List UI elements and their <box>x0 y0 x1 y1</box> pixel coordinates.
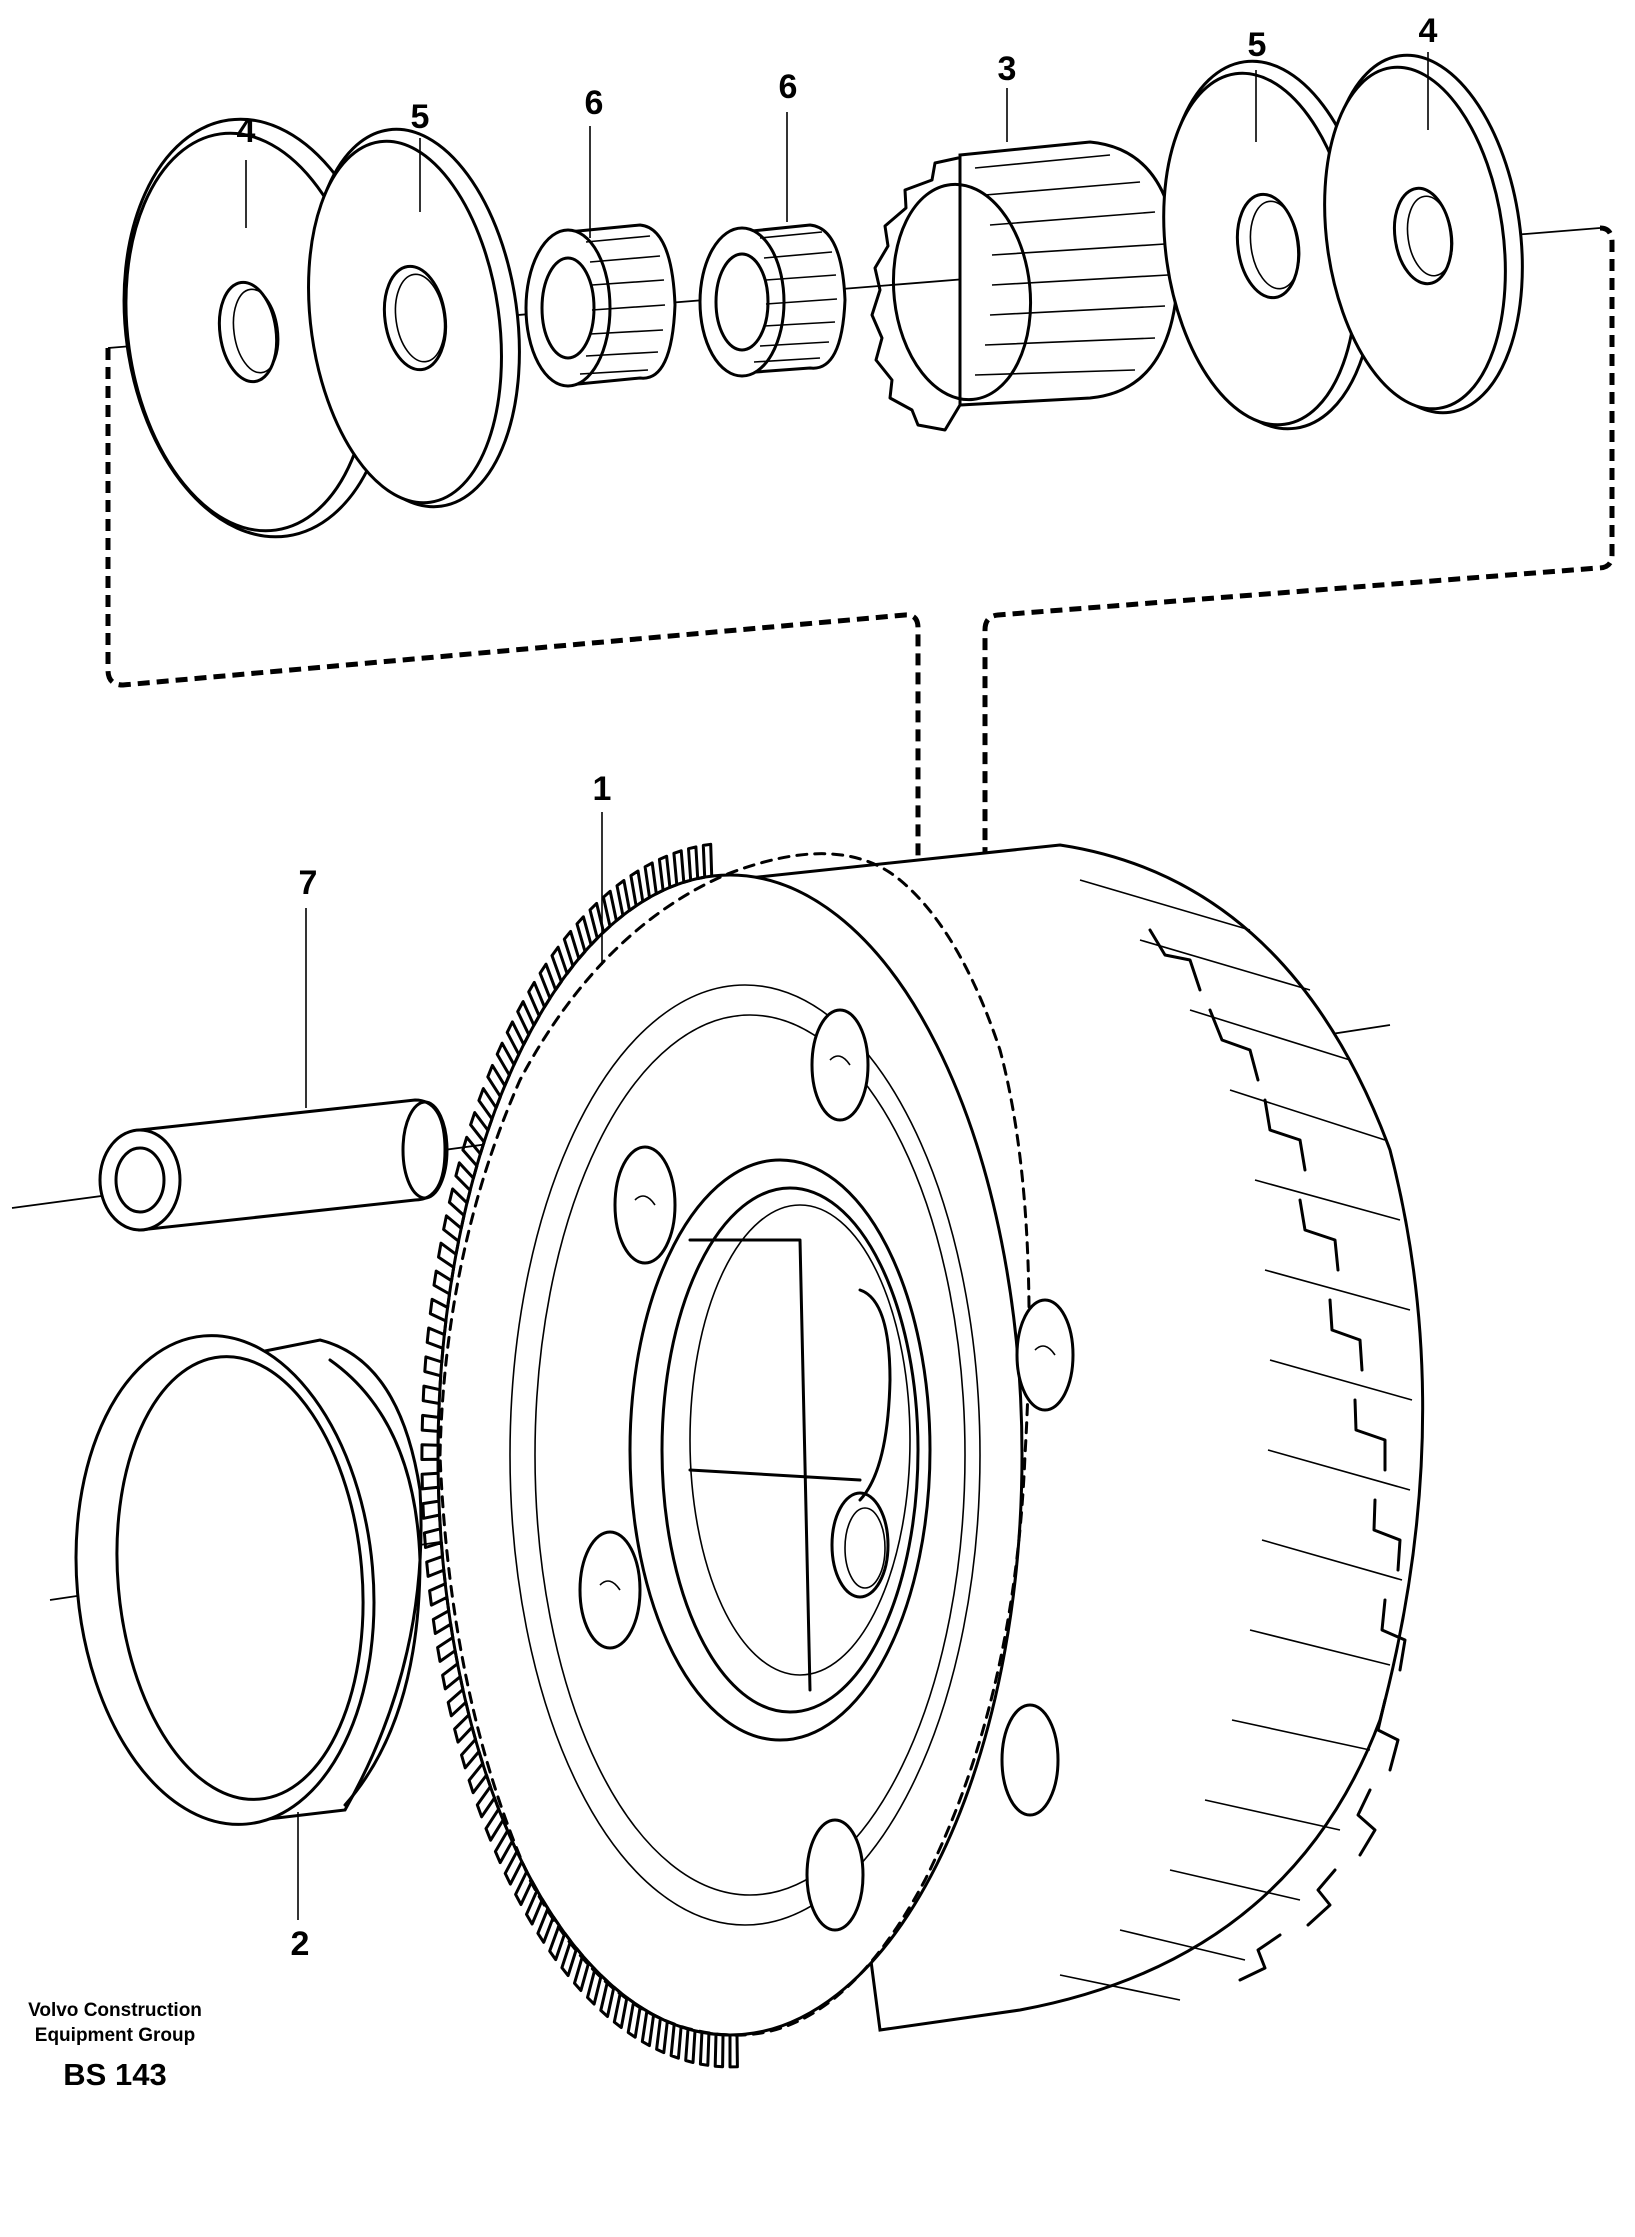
callout-6-right: 6 <box>779 68 798 106</box>
part-6-needle-bearing-left <box>524 223 677 388</box>
gear-teeth-path <box>420 842 739 2069</box>
part-2-bushing-ring <box>74 1334 423 1826</box>
callout-labels: 4 5 6 6 3 5 4 1 7 2 <box>237 12 1438 1963</box>
gear-teeth-outline <box>420 842 739 2069</box>
part-3-planet-gear <box>870 140 1180 432</box>
part-6-needle-bearing-right <box>698 223 847 378</box>
left-dashed-connector <box>105 348 921 880</box>
callout-5-right: 5 <box>1248 26 1267 64</box>
company-name-line2: Equipment Group <box>35 2025 195 2046</box>
callout-3: 3 <box>998 50 1017 88</box>
callout-5-left: 5 <box>411 98 430 136</box>
callout-7: 7 <box>299 864 318 902</box>
callout-2: 2 <box>291 1925 310 1963</box>
footer-block: Volvo Construction Equipment Group BS 14… <box>28 2000 202 2092</box>
right-dashed-connector <box>982 225 1615 870</box>
company-name-line1: Volvo Construction <box>28 2000 202 2021</box>
part-1-planet-carrier-gear <box>420 842 1425 2069</box>
part-5-washer-right <box>1162 59 1376 431</box>
part-5-washer-left <box>307 127 521 509</box>
callout-4-right: 4 <box>1419 12 1438 50</box>
part-7-pin <box>98 1098 449 1232</box>
drawing-code: BS 143 <box>63 2057 166 2092</box>
callout-4-left: 4 <box>237 112 256 150</box>
part-4-thrust-washer-right <box>1323 53 1524 415</box>
callout-6-left: 6 <box>585 84 604 122</box>
callout-leader-lines <box>245 52 1429 1920</box>
callout-1: 1 <box>593 770 612 808</box>
